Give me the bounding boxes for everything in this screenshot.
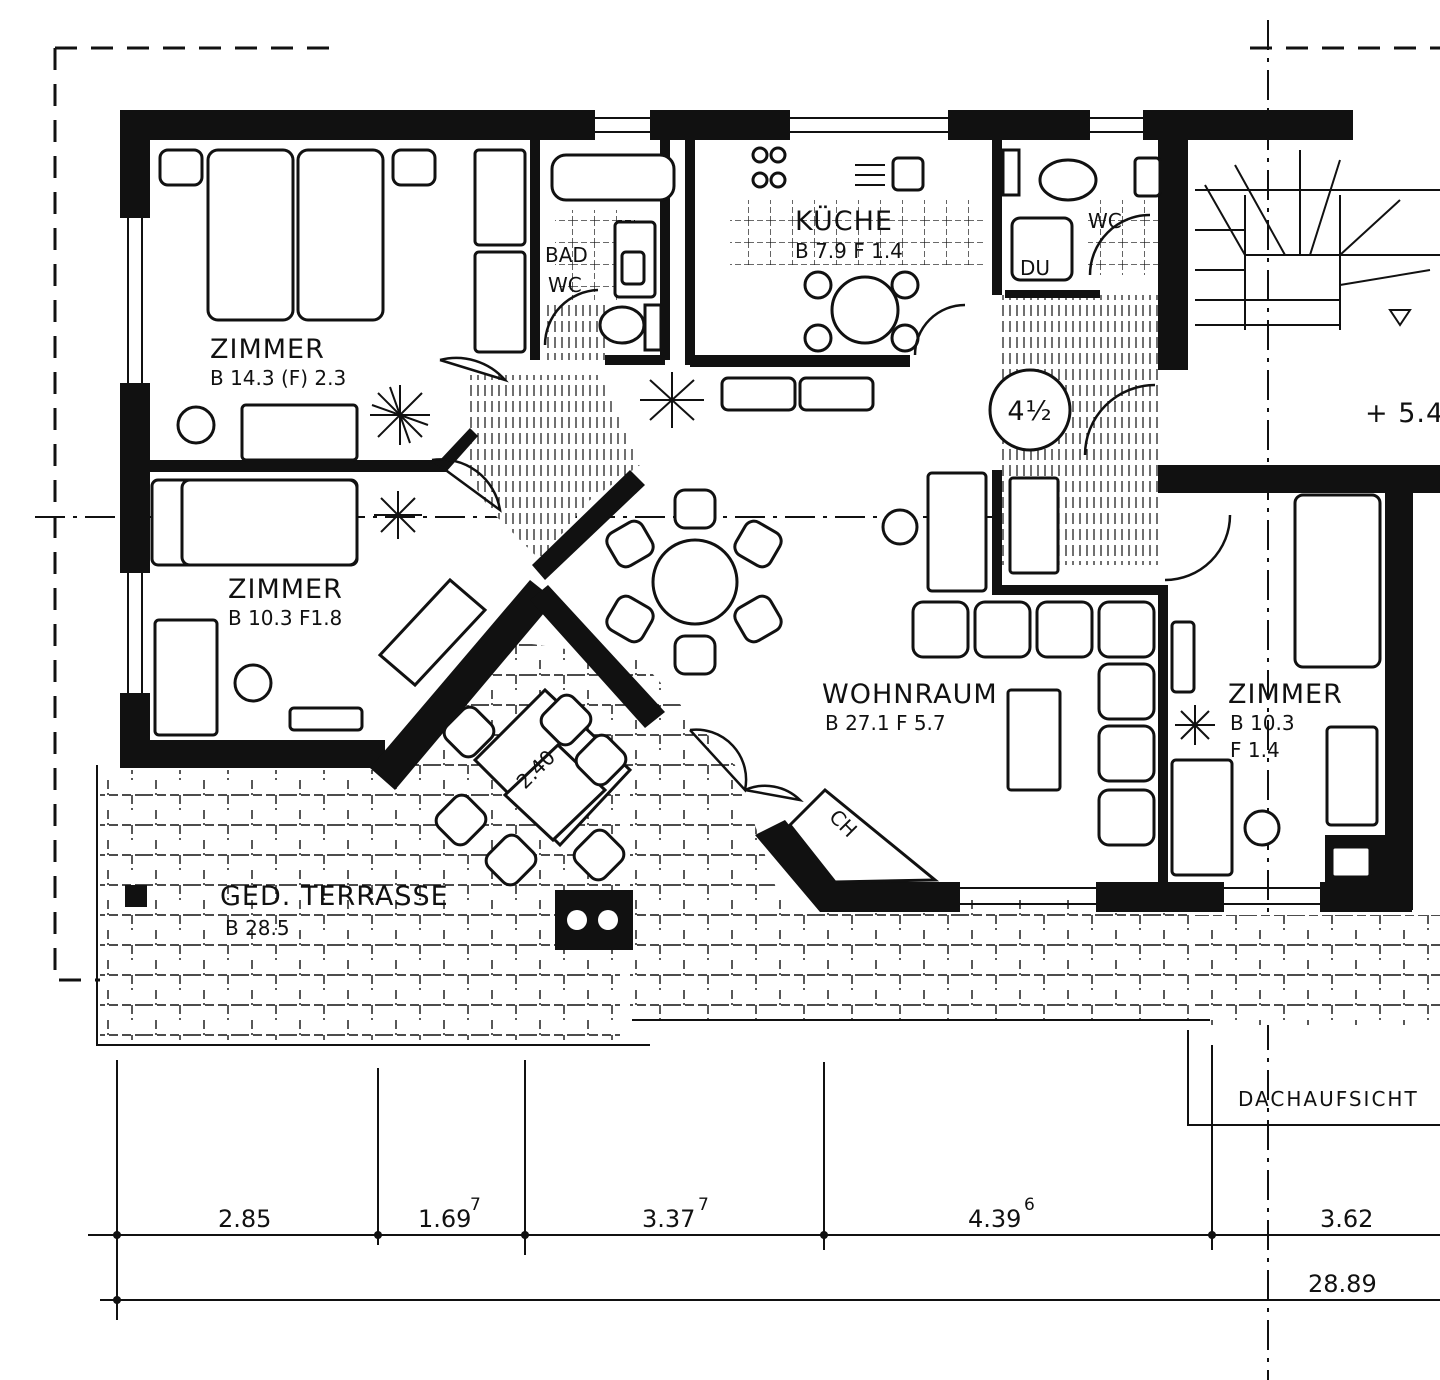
dim-segment-2: 1.69	[418, 1205, 471, 1233]
living-furniture	[605, 376, 1156, 847]
kueche-name: KÜCHE	[795, 205, 893, 237]
zimmer-3-name: ZIMMER	[1228, 679, 1343, 710]
terrasse-name: GED. TERRASSE	[220, 881, 449, 912]
outdoor-grill	[555, 890, 633, 950]
zimmer-2-area: B 10.3 F1.8	[228, 606, 342, 630]
plant-icons	[370, 372, 1215, 745]
dim-segment-4-sup: 6	[1024, 1195, 1035, 1215]
bad-wc-name: WC	[548, 273, 582, 297]
zimmer-1-name: ZIMMER	[210, 334, 325, 365]
staircase	[1195, 150, 1440, 330]
kitchen-fixtures	[751, 146, 966, 356]
dim-segment-3: 3.37	[642, 1205, 695, 1233]
bedroom-3-furniture	[1170, 493, 1382, 879]
zimmer-1-area: B 14.3 (F) 2.3	[210, 366, 346, 390]
dim-segment-2-sup: 7	[470, 1195, 481, 1215]
zimmer-2-name: ZIMMER	[228, 574, 343, 605]
plant-icon	[640, 372, 704, 428]
dim-total: 28.89	[1308, 1270, 1377, 1298]
terrace-table	[434, 687, 633, 887]
bad-name: BAD	[545, 243, 588, 267]
dim-segment-4: 4.39	[968, 1205, 1021, 1233]
plant-icon	[1175, 705, 1215, 745]
terrasse-area: B 28.5	[225, 916, 290, 940]
bedroom-2-furniture	[150, 478, 488, 737]
wc-name: WC	[1088, 209, 1122, 233]
dim-segment-3-sup: 7	[698, 1195, 709, 1215]
walls	[120, 110, 1440, 912]
wohnraum-name: WOHNRAUM	[822, 679, 998, 710]
level-label: + 5.4	[1365, 398, 1440, 429]
unit-badge-circle	[988, 368, 1072, 452]
terrace-post-icon	[125, 885, 147, 907]
zimmer-3-area-b: B 10.3	[1230, 711, 1295, 735]
wc-shower-fixtures	[1001, 148, 1162, 282]
dimension-lines	[88, 1045, 1440, 1320]
unit-badge: 4½	[1007, 396, 1052, 427]
doors	[431, 288, 1232, 802]
kueche-area: B 7.9 F 1.4	[795, 239, 903, 263]
wohnraum-area: B 27.1 F 5.7	[825, 711, 946, 735]
zimmer-3-area-f: F 1.4	[1230, 738, 1280, 762]
plant-icon	[370, 385, 430, 445]
bath-fixtures	[550, 153, 676, 352]
du-name: DU	[1020, 256, 1050, 280]
plant-icon	[374, 491, 422, 539]
windows	[127, 117, 1320, 905]
roof-view-label: DACHAUFSICHT	[1238, 1087, 1419, 1111]
dim-segment-1: 2.85	[218, 1205, 271, 1233]
chimney	[787, 787, 940, 884]
dim-segment-5: 3.62	[1320, 1205, 1373, 1233]
bedroom-1-furniture	[158, 148, 527, 462]
